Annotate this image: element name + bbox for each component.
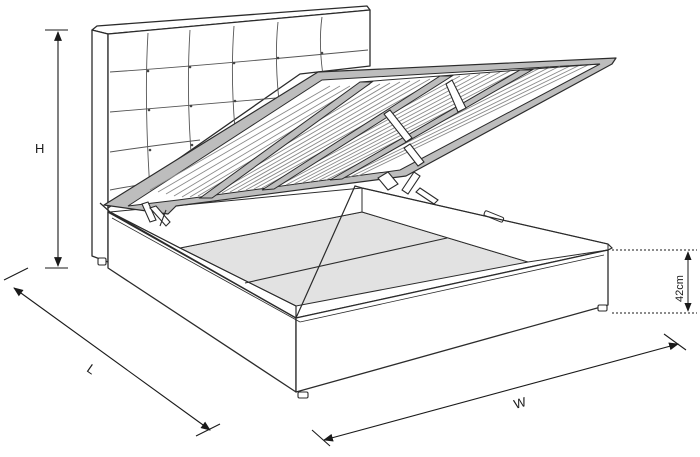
storage-depth-dimension (612, 249, 697, 314)
width-label: W (512, 394, 529, 412)
bed-foot-right (597, 304, 608, 312)
storage-floor-divider (244, 237, 448, 284)
frame-foot-panel-inner-edge (299, 254, 605, 323)
bed-foot-front (297, 391, 309, 399)
storage-depth-label: 42cm (674, 275, 686, 302)
lift-mechanism-left (141, 201, 171, 227)
height-label: H (35, 141, 44, 156)
lifted-slatted-lid (103, 57, 617, 215)
lift-mechanism-right (377, 79, 467, 205)
height-dimension (45, 29, 68, 269)
length-dimension (3, 267, 221, 437)
headboard (91, 5, 371, 263)
frame-left-side-inner-edge (111, 217, 301, 323)
headboard-buttons (146, 51, 324, 152)
headboard-foot (97, 257, 107, 266)
width-dimension (311, 333, 687, 447)
length-label: L (84, 361, 99, 377)
